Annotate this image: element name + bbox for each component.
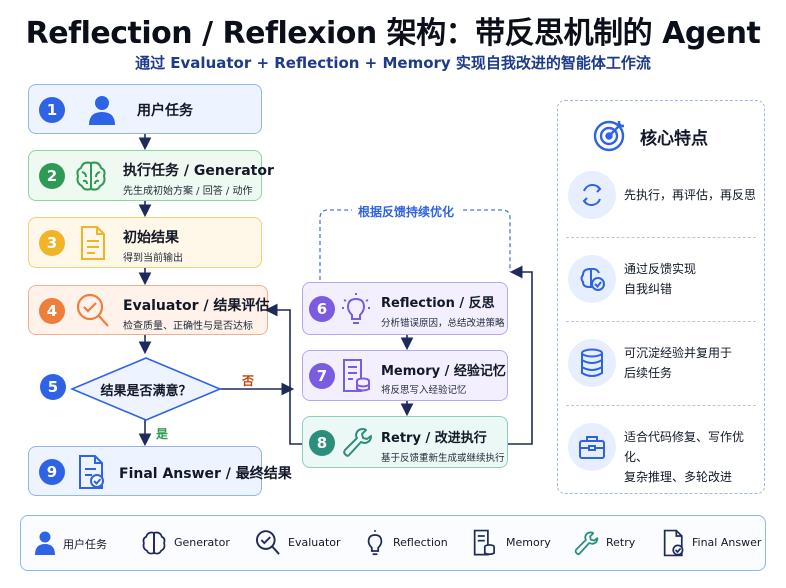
target-icon — [593, 120, 625, 152]
step-generator: 2 执行任务 / Generator 先生成初始方案 / 回答 / 动作 — [28, 150, 274, 201]
feature-item: 可沉淀经验并复用于后续任务 — [558, 322, 764, 404]
legend-label: Reflection — [393, 536, 448, 549]
step-title: 执行任务 / Generator — [123, 163, 274, 179]
magnifier-check-icon — [76, 293, 109, 327]
step-number: 9 — [39, 459, 65, 485]
memory-database-icon — [473, 529, 495, 556]
document-icon — [81, 226, 105, 260]
step-title: Memory / 经验记忆 — [381, 364, 506, 379]
decision-yes-label: 是 — [156, 427, 169, 441]
step-title: Evaluator / 结果评估 — [123, 298, 270, 314]
step-title: 用户任务 — [137, 103, 193, 119]
features-title: 核心特点 — [640, 129, 708, 149]
document-check-icon — [79, 455, 104, 489]
divider — [566, 321, 756, 322]
feature-text: 先执行，再评估，再反思 — [624, 188, 757, 202]
decision-no-label: 否 — [242, 374, 255, 388]
feature-item: 通过反馈实现自我纠错 — [558, 238, 764, 320]
lightbulb-icon — [342, 293, 370, 324]
brain-check-icon — [580, 267, 605, 291]
step-title: Retry / 改进执行 — [381, 431, 487, 446]
step-user-task: 1 用户任务 — [28, 84, 262, 134]
features-panel — [557, 100, 765, 494]
step-number: 7 — [309, 363, 335, 389]
brain-icon — [76, 161, 106, 191]
legend-label: Retry — [606, 536, 636, 549]
feature-text: 适合代码修复、写作优化、复杂推理、多轮改进 — [624, 430, 745, 484]
user-icon — [35, 531, 55, 555]
cycle-icon — [582, 184, 602, 206]
step-title: Reflection / 反思 — [381, 296, 495, 311]
step-desc: 检查质量、正确性与是否达标 — [123, 321, 253, 332]
divider — [566, 237, 756, 238]
user-icon — [89, 96, 115, 125]
feature-text: 可沉淀经验并复用于后续任务 — [624, 346, 733, 380]
step-desc: 将反思写入经验记忆 — [381, 385, 467, 396]
database-icon — [581, 348, 603, 377]
step-reflection: 6 Reflection / 反思 分析错误原因，总结改进策略 — [302, 282, 508, 335]
legend-label: Final Answer — [692, 536, 762, 549]
step-desc: 先生成初始方案 / 回答 / 动作 — [123, 186, 253, 197]
wrench-icon — [343, 428, 372, 457]
page-title: Reflection / Reflexion 架构：带反思机制的 Agent — [25, 16, 761, 51]
legend-label: Evaluator — [288, 536, 341, 549]
feature-text: 通过反馈实现自我纠错 — [624, 262, 697, 296]
lightbulb-icon — [367, 530, 383, 556]
arrow-8-6 — [508, 265, 533, 445]
step-number: 2 — [39, 163, 65, 189]
step-title: 初始结果 — [123, 230, 179, 246]
brain-icon — [142, 531, 166, 555]
decision-diamond — [70, 357, 222, 421]
feature-item: 先执行，再评估，再反思 — [558, 154, 764, 236]
step-initial-result: 3 初始结果 得到当前输出 — [28, 217, 262, 268]
memory-database-icon — [343, 359, 370, 392]
decision-label: 结果是否满意？ — [100, 384, 192, 399]
toolbox-icon — [579, 436, 605, 459]
step-number: 8 — [309, 430, 335, 456]
step-desc: 分析错误原因，总结改进策略 — [381, 318, 505, 329]
wrench-icon — [574, 531, 599, 556]
feature-item: 适合代码修复、写作优化、复杂推理、多轮改进 — [558, 406, 764, 488]
step-number: 3 — [39, 230, 65, 256]
legend-label: Memory — [506, 536, 551, 549]
loop-label: 根据反馈持续优化 — [352, 203, 461, 220]
feedback-loop — [319, 209, 511, 280]
legend-label: Generator — [174, 536, 230, 549]
step-desc: 基于反馈重新生成或继续执行 — [381, 453, 505, 464]
arrow-8-4 — [264, 303, 302, 445]
magnifier-check-icon — [255, 530, 280, 555]
step-number: 6 — [309, 296, 335, 322]
legend-label: 用户任务 — [63, 538, 107, 551]
step-retry: 8 Retry / 改进执行 基于反馈重新生成或继续执行 — [302, 416, 508, 468]
step-title: Final Answer / 最终结果 — [119, 466, 292, 482]
step-evaluator: 4 Evaluator / 结果评估 检查质量、正确性与是否达标 — [28, 285, 270, 335]
step-number: 1 — [39, 97, 65, 123]
step-memory: 7 Memory / 经验记忆 将反思写入经验记忆 — [302, 350, 508, 401]
document-check-icon — [663, 529, 684, 557]
step-number: 4 — [39, 298, 65, 324]
step-number-decision: 5 — [40, 374, 66, 400]
divider — [566, 405, 756, 406]
step-desc: 得到当前输出 — [123, 253, 183, 264]
page-subtitle: 通过 Evaluator + Reflection + Memory 实现自我改… — [135, 54, 651, 72]
step-final-answer: 9 Final Answer / 最终结果 — [28, 446, 292, 496]
